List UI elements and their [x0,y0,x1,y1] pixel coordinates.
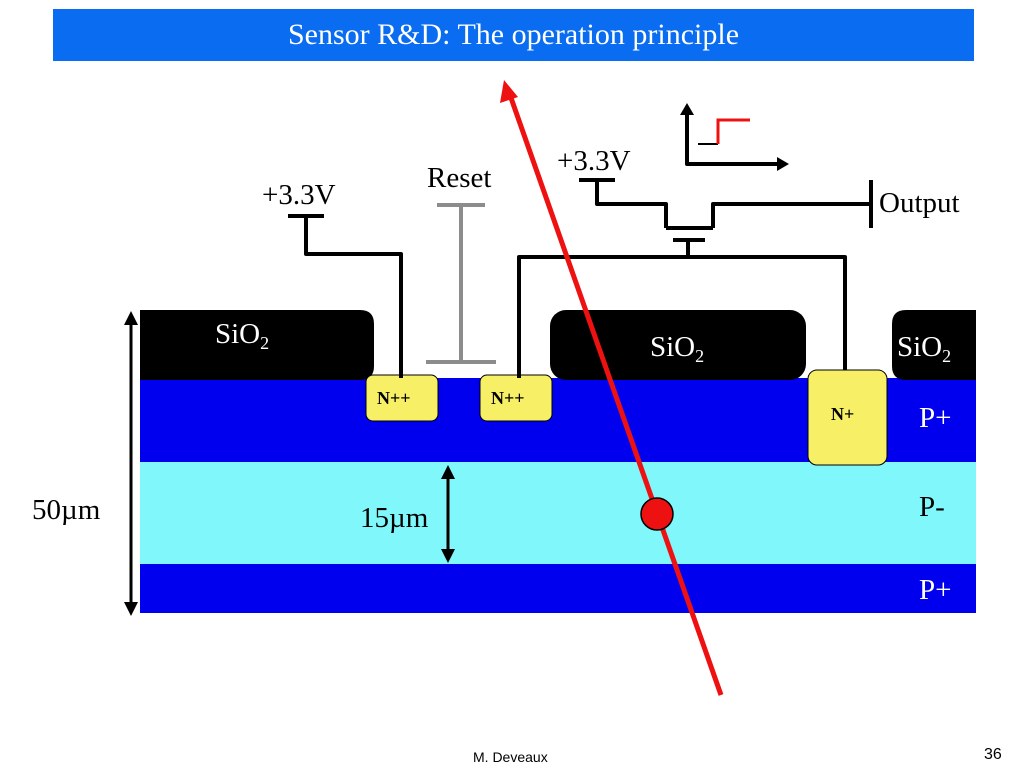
vdd-right-label: +3.3V [557,145,631,177]
vdd-left-wire [304,216,403,378]
drain-wire [595,180,668,228]
sio2-left-label: SiO2 [215,318,270,353]
sio2-right-label: SiO2 [897,331,952,366]
arrowhead-50um-top [124,311,138,325]
n-plus-plus-label-1: N++ [377,388,411,408]
vdd-left-label: +3.3V [262,179,336,211]
title-bar: Sensor R&D: The operation principle [53,9,974,61]
p-plus-top-label: P+ [919,402,952,434]
sio2-right-block [892,310,976,380]
source-wire [711,202,871,228]
slide-title: Sensor R&D: The operation principle [287,18,740,51]
p-minus-epi-layer [140,462,976,564]
n-plus-implant [807,369,888,466]
n-plus-label: N+ [831,404,855,424]
footer-author: M. Deveaux [473,749,548,765]
particle-track-arrowhead [500,80,518,103]
arrowhead-15um-bottom [441,549,455,563]
particle-track [507,94,724,696]
thickness-15um-label: 15µm [360,502,429,534]
sio2-left-block [140,310,374,380]
waveform-axis-right-arrow [777,157,789,171]
n-plus-plus-implant-2 [479,374,553,422]
waveform-axis-up-arrow [680,103,694,115]
waveform-axis [685,108,784,166]
sio2-center-block [550,310,806,380]
p-minus-label: P- [919,491,945,523]
page-number: 36 [984,746,1002,763]
arrowhead-15um-top [441,465,455,479]
reset-label: Reset [427,162,492,194]
output-label: Output [879,187,960,219]
waveform-step [716,118,750,144]
thickness-50um-label: 50µm [32,494,101,526]
arrowhead-50um-bottom [124,602,138,616]
p-plus-bottom-layer [140,564,976,613]
sense-node-wire [517,255,847,378]
reset-gate [426,203,496,364]
charge-carrier-dot [640,497,674,531]
sio2-center-label: SiO2 [650,331,705,366]
n-plus-plus-label-2: N++ [491,388,525,408]
p-plus-bottom-label: P+ [919,574,952,606]
